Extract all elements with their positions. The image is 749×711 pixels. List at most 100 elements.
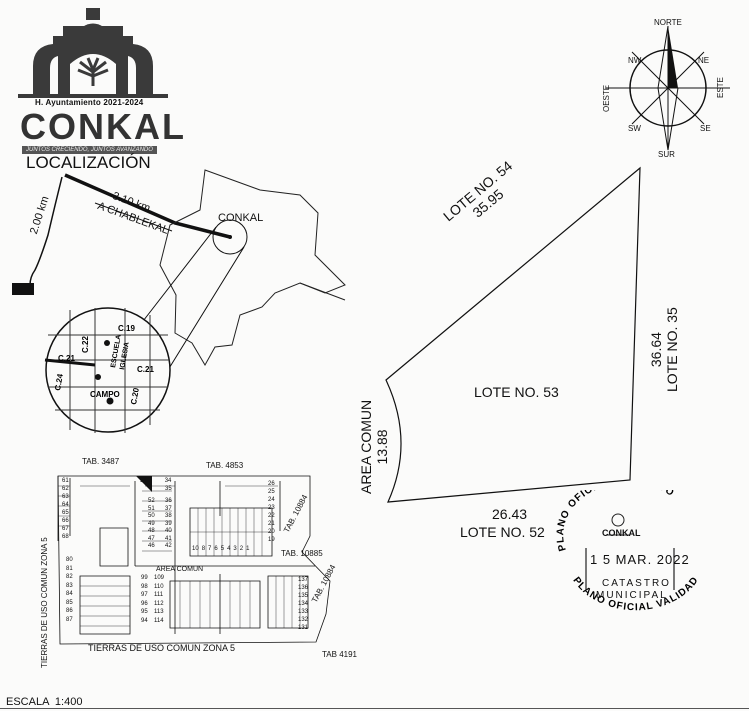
lot-label: 112 (154, 600, 164, 607)
lot-label: 64 (62, 502, 69, 508)
lot-label: 6 (214, 546, 218, 552)
lot-label: 46 (148, 543, 155, 549)
lot-label: 26 (268, 481, 275, 487)
lot-52-label: LOTE NO. 52 (460, 524, 545, 540)
lot-label: 2 (239, 546, 244, 552)
lots-left-column: 61 62 63 64 65 66 67 68 (62, 477, 69, 541)
lot-label: 134 (298, 601, 309, 607)
inset-label-c21-right: C.21 (137, 365, 154, 374)
town-label: CONKAL (218, 212, 264, 224)
inset-label-c20: C.20 (129, 387, 141, 406)
north-arrow-compass: NORTE SUR ESTE OESTE NE NW SE SW (600, 14, 740, 162)
tab-bottom: TAB 4191 (322, 650, 357, 659)
lot-label: 85 (66, 599, 73, 606)
lot-label: 132 (298, 617, 309, 623)
lot-label: 20 (268, 529, 275, 535)
lot-label: 37 (165, 505, 172, 512)
lot-label: 84 (66, 591, 73, 597)
compass-nw: NW (628, 56, 642, 65)
lot-label: 137 (298, 577, 309, 583)
lot-label: 68 (62, 534, 69, 540)
lots-right-column: 26 25 24 23 22 21 20 19 (268, 480, 275, 544)
lot-label: 80 (66, 557, 73, 563)
arc-length: 13.88 (374, 429, 390, 465)
lot-label: 135 (298, 593, 309, 599)
lot-label: 5 (220, 546, 225, 552)
east-length: 36.64 (648, 332, 664, 368)
lot-label: 131 (298, 625, 309, 631)
inset-label-c21-left: C.21 (58, 354, 75, 363)
lot-label: 61 (62, 478, 69, 484)
lot-label: 67 (62, 526, 69, 532)
lot-label: 96 (141, 600, 148, 607)
lot-label: 136 (298, 585, 309, 591)
lot-label: 66 (62, 518, 69, 524)
inset-label-campo: CAMPO (90, 390, 120, 399)
lot-label: 109 (154, 575, 165, 581)
lot-label: 111 (154, 592, 164, 598)
compass-west: OESTE (602, 84, 611, 112)
arc-neighbor: AREA COMUN (358, 399, 374, 494)
lot-label: 52 (148, 498, 155, 504)
lot-label: 62 (62, 486, 69, 492)
lots-center-column: 52 51 50 49 48 47 46 (148, 498, 155, 551)
lot-label: 54 (140, 478, 147, 484)
lot-label: 51 (148, 505, 155, 512)
lot-label: 36 (165, 498, 172, 504)
east-neighbor: LOTE NO. 35 (664, 307, 680, 392)
lot-label: 38 (165, 513, 172, 519)
footer-divider (0, 708, 749, 709)
zone-bottom-label: TIERRAS DE USO COMUN ZONA 5 (88, 643, 236, 653)
lot-label: 8 (201, 546, 206, 552)
lot-label: 25 (268, 489, 275, 495)
lot-label: 97 (141, 592, 148, 598)
lot-label: 50 (148, 513, 155, 519)
administration-period: H. Ayuntamiento 2021-2024 (35, 98, 144, 107)
lot-label: 40 (165, 528, 172, 534)
svg-text:PLANO OFICIAL VALIDADO: PLANO OFICIAL VALIDADO (555, 490, 676, 552)
lot-label: 94 (141, 617, 148, 624)
lot-label: 23 (268, 505, 275, 511)
municipality-name: CONKAL (20, 106, 186, 147)
lot-label: 34 (164, 478, 172, 484)
lot-label: 133 (298, 609, 309, 615)
subdivision-plan (57, 475, 331, 645)
lot-label: 24 (268, 497, 275, 503)
lot-label: 114 (154, 617, 164, 624)
compass-se: SE (700, 124, 711, 133)
lot-label: 98 (141, 583, 148, 590)
lot-label: 10 (192, 546, 199, 552)
location-title: LOCALIZACIÓN (26, 153, 151, 172)
lot-label: 49 (148, 520, 155, 527)
subdivision-area-comun: AREA COMUN (156, 566, 204, 573)
compass-south: SUR (658, 150, 675, 159)
lot-label: 41 (165, 535, 172, 542)
lot-label: 63 (62, 494, 69, 500)
lot-label: 48 (148, 528, 155, 534)
lots-lower-left: 80 81 82 83 84 85 86 87 (66, 556, 73, 624)
south-length: 26.43 (492, 506, 528, 522)
lot-polygon (385, 166, 641, 503)
town-hall-emblem (18, 8, 168, 98)
lots-bottom-right: 137 136 135 134 133 132 131 (298, 576, 308, 632)
lot-label: 19 (268, 537, 275, 543)
lot-label: 47 (148, 535, 155, 542)
compass-north: NORTE (654, 18, 682, 27)
lot-label: 4 (227, 546, 231, 552)
stamp-date: 1 5 MAR. 2022 (590, 552, 690, 567)
lot-label: 82 (66, 574, 73, 580)
lot-35-label: 36.64 LOTE NO. 35 (648, 307, 680, 392)
lot-label: 39 (165, 520, 172, 527)
location-map: C.19 C.22 C.21 ESCUELA IGLESIA C.21 C.24… (12, 169, 346, 433)
tab-top-left: TAB. 3487 (82, 457, 120, 466)
lot-label: 21 (268, 521, 275, 527)
stamp-office-2: MUNICIPAL (596, 590, 668, 601)
lot-label: 83 (66, 582, 73, 589)
inset-label-iglesia: IGLESIA (119, 342, 131, 371)
lot-label: 113 (154, 609, 164, 615)
tab-top-right: TAB. 4853 (206, 461, 244, 470)
lot-53-label: LOTE NO. 53 (474, 384, 559, 400)
lot-label: 65 (62, 510, 69, 516)
lots-lower-middle: 99 98 97 96 95 94 (141, 574, 148, 625)
stamp-ring-icon: PLANO OFICIAL VALIDADO PLANO OFICIAL VAL… (548, 490, 700, 613)
